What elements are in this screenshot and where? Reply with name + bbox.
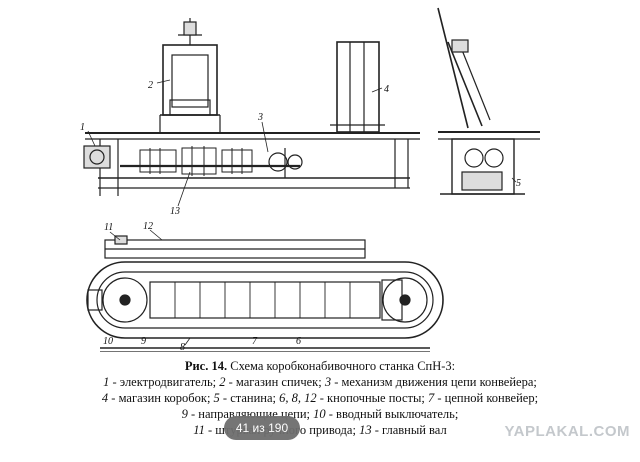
label-13: 13 [170,206,180,217]
legend-text: - электродвигатель; [109,375,220,389]
legend-number: 13 [359,423,372,437]
caption-title-line: Рис. 14. Схема коробконабивочного станка… [0,358,640,374]
label-11: 11 [104,222,113,233]
legend-text: - магазин коробок; [108,391,214,405]
legend-number: 7 [428,391,435,405]
legend-number: 10 [313,407,326,421]
legend-number: 5 [213,391,220,405]
side-view [437,7,540,195]
legend-number: 11 [193,423,205,437]
label-7: 7 [252,336,258,347]
legend-text: - станина; [219,391,280,405]
site-watermark: YAPLAKAL.COM [504,423,630,440]
legend-number: 1 [103,375,110,389]
legend-text: - магазин спичек; [225,375,325,389]
legend-number: 2 [219,375,226,389]
page-counter-badge: 41 из 190 [224,416,300,440]
label-10: 10 [103,336,113,347]
caption-line-4: 9 - направляющие цепи; 10 - вводный выкл… [0,406,640,422]
legend-text: - цепной конвейер; [434,391,539,405]
legend-text: - вводный выключатель; [325,407,459,421]
label-5: 5 [516,178,521,189]
label-9: 9 [141,336,146,347]
label-1: 1 [80,122,85,133]
label-8: 8 [180,342,185,352]
caption-line-3: 4 - магазин коробок; 5 - станина; 6, 8, … [0,390,640,406]
legend-number: 4 [101,391,109,405]
machine-schematic: 1 2 3 4 5 6 7 8 9 10 11 12 13 [80,7,540,352]
figure-ref: Рис. 14. [184,359,228,373]
legend-text: - механизм движения цепи конвейера; [331,375,537,389]
legend-text: - кнопочные посты; [316,391,428,405]
legend-text: - главный вал [371,423,447,437]
label-6: 6 [296,336,301,347]
label-3: 3 [257,112,263,123]
label-4: 4 [384,84,389,95]
legend-number: 9 [181,407,188,421]
caption-line-2: 1 - электродвигатель; 2 - магазин спичек… [0,374,640,390]
label-12: 12 [143,221,153,232]
plan-view [86,229,444,352]
caption-title: Схема коробконабивочного станка СпН-3: [230,359,456,373]
front-view [83,18,420,207]
legend-number: 3 [324,375,332,389]
legend-number: 6, 8, 12 [279,391,317,405]
label-2: 2 [148,80,153,91]
